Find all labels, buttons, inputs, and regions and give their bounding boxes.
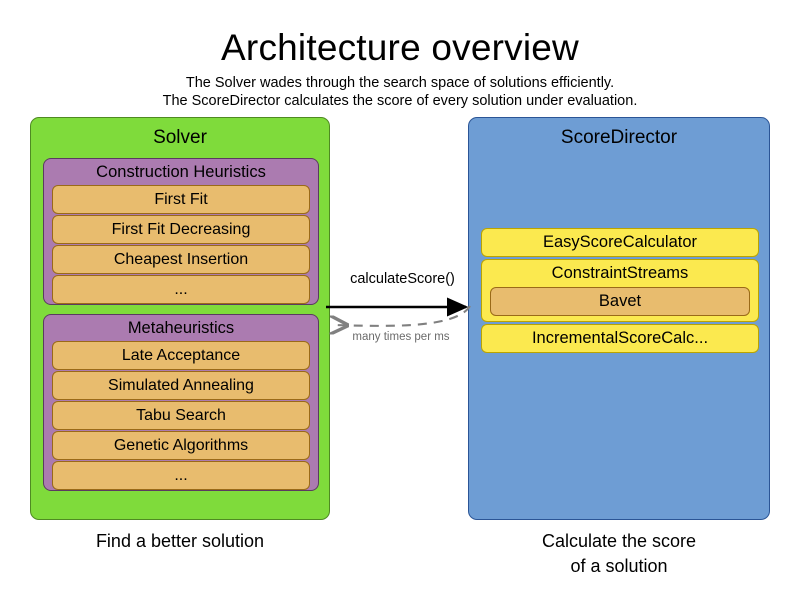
subtitle-block: The Solver wades through the search spac…	[0, 74, 800, 110]
arrow-label-many-times-per-ms: many times per ms	[352, 331, 450, 343]
group-construction-heuristics: Construction Heuristics First Fit First …	[43, 158, 319, 305]
list-item[interactable]: Simulated Annealing	[52, 371, 310, 400]
diagram-header: Architecture overview The Solver wades t…	[0, 0, 800, 110]
arrow-many-times-per-ms	[332, 305, 471, 326]
caption-line-2: of a solution	[570, 556, 668, 576]
solver-panel: Solver Construction Heuristics First Fit…	[30, 117, 330, 520]
list-item[interactable]: Tabu Search	[52, 401, 310, 430]
subtitle-line-1: The Solver wades through the search spac…	[185, 75, 615, 91]
caption-scoredirector: Calculate the score of a solution	[468, 529, 770, 579]
calculators-list: EasyScoreCalculator ConstraintStreams Ba…	[481, 228, 759, 355]
metaheuristics-rows: Late Acceptance Simulated Annealing Tabu…	[44, 341, 318, 495]
list-item[interactable]: Genetic Algorithms	[52, 431, 310, 460]
list-item[interactable]: First Fit	[52, 185, 310, 214]
construction-heuristics-rows: First Fit First Fit Decreasing Cheapest …	[44, 185, 318, 309]
arrow-label-calculate-score: calculateScore()	[350, 271, 455, 287]
caption-solver: Find a better solution	[95, 531, 265, 551]
constraint-streams-label: ConstraintStreams	[551, 264, 689, 282]
page-title: Architecture overview	[221, 27, 579, 68]
group-title: Construction Heuristics	[96, 163, 266, 181]
list-item-bavet[interactable]: Bavet	[490, 287, 750, 316]
solver-panel-title: Solver	[153, 127, 207, 148]
scoredirector-panel: ScoreDirector EasyScoreCalculator Constr…	[468, 117, 770, 520]
list-item-constraint-streams[interactable]: ConstraintStreams Bavet	[481, 259, 759, 322]
group-title: Metaheuristics	[127, 319, 235, 337]
scoredirector-panel-title: ScoreDirector	[560, 127, 678, 148]
subtitle-line-2: The ScoreDirector calculates the score o…	[162, 93, 638, 109]
group-metaheuristics: Metaheuristics Late Acceptance Simulated…	[43, 314, 319, 491]
list-item-easy-score-calculator[interactable]: EasyScoreCalculator	[481, 228, 759, 257]
arrow-connectors	[326, 297, 471, 350]
caption-line-1: Calculate the score	[541, 531, 697, 551]
list-item[interactable]: ...	[52, 275, 310, 304]
list-item[interactable]: ...	[52, 461, 310, 490]
list-item[interactable]: Cheapest Insertion	[52, 245, 310, 274]
list-item[interactable]: Late Acceptance	[52, 341, 310, 370]
list-item[interactable]: First Fit Decreasing	[52, 215, 310, 244]
list-item-incremental-score-calculator[interactable]: IncrementalScoreCalc...	[481, 324, 759, 353]
